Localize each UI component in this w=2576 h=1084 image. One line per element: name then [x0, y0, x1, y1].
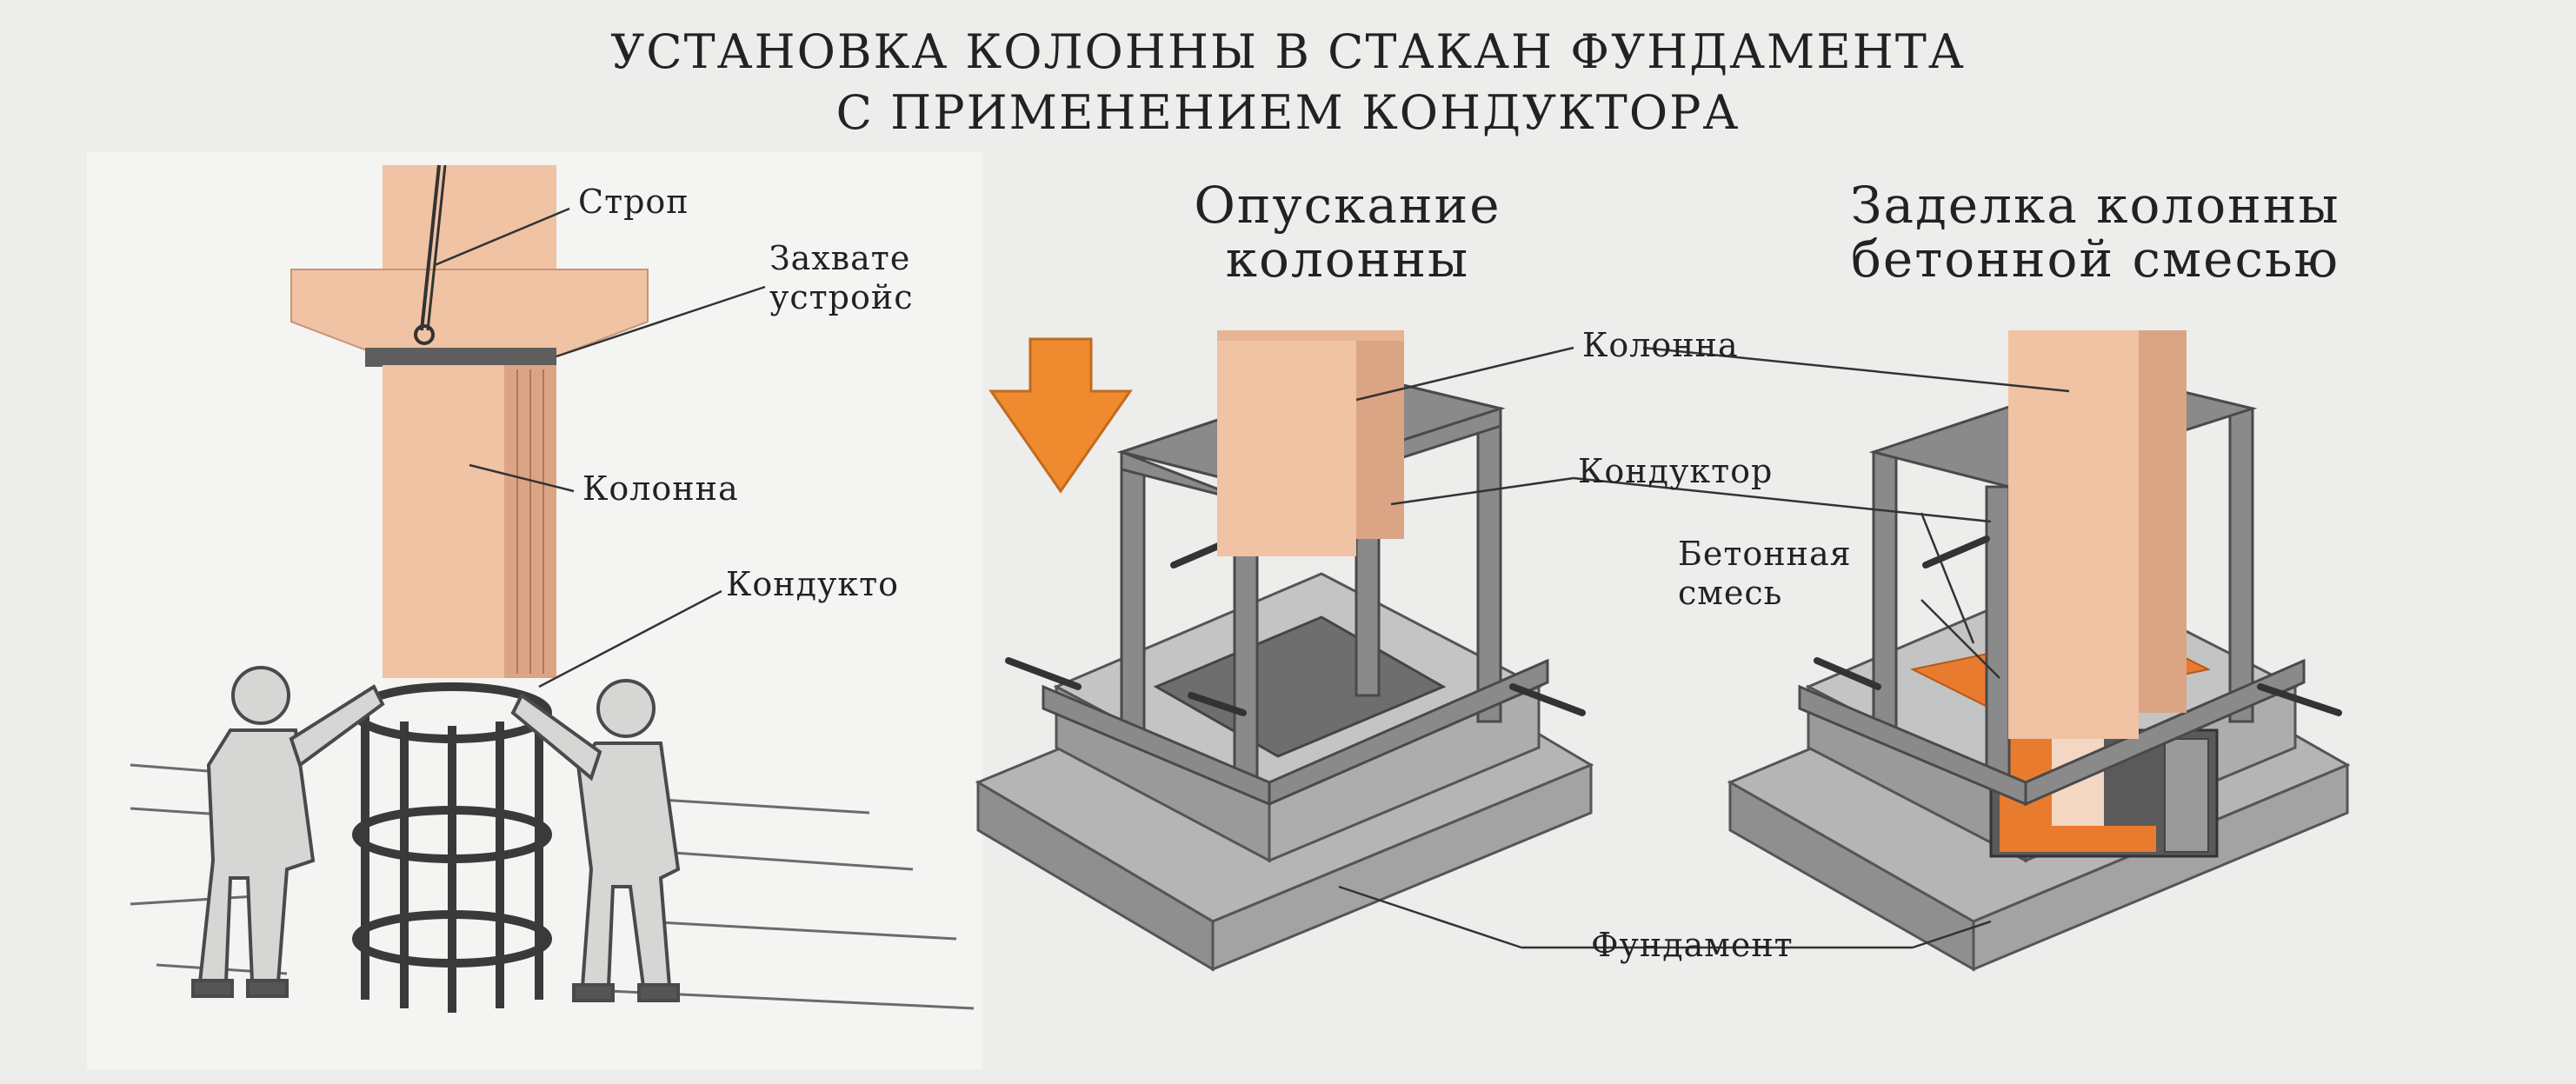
label-concrete-mix-2: смесь: [1678, 574, 1783, 612]
heading-concreting-line-2: бетонной смесью: [1850, 229, 2340, 289]
label-grip-device-2: устройс: [769, 278, 914, 316]
right-column-front: [2008, 330, 2139, 739]
worker-right: [510, 679, 681, 1002]
middle-panel-illustration: [975, 330, 1913, 972]
right-screws: [1814, 535, 2342, 716]
left-column-top: [383, 165, 556, 269]
heading-lowering-line-2: колонны: [1225, 229, 1470, 289]
title-line-2: С ПРИМЕНЕНИЕМ КОНДУКТОРА: [835, 85, 1741, 140]
middle-leader-lines: [1338, 346, 1913, 949]
label-grip-device-1: Захвате: [769, 239, 911, 277]
label-left-conductor: Кондукто: [726, 565, 900, 603]
middle-column-side: [1356, 330, 1404, 539]
left-conductor-cage: [352, 682, 552, 1013]
sling-hook: [414, 324, 435, 345]
left-column-shaft: [383, 365, 504, 678]
title-line-1: УСТАНОВКА КОЛОННЫ В СТАКАН ФУНДАМЕНТА: [610, 24, 1966, 79]
sling-rope-1: [420, 164, 441, 331]
worker-left: [191, 666, 385, 998]
label-left-column: Колонна: [582, 469, 739, 508]
concrete-fill-bottom: [2000, 826, 2156, 852]
middle-column-front: [1217, 330, 1356, 556]
label-middle-column: Колонна: [1582, 326, 1739, 364]
heading-lowering: Опускание колонны: [1130, 178, 1565, 286]
label-concrete-mix-1: Бетонная: [1678, 535, 1852, 573]
cutaway-hatch: [2164, 738, 2209, 853]
grip-device: [365, 348, 556, 367]
right-column-side: [2139, 330, 2187, 713]
right-leader-lines: [1573, 346, 2070, 949]
right-panel-illustration: [1573, 330, 2351, 972]
left-column-stripes: [516, 369, 544, 674]
label-middle-conductor: Кондуктор: [1578, 452, 1774, 490]
label-foundation: Фундамент: [1591, 926, 1794, 964]
sling-rope-2: [426, 164, 447, 331]
label-sling: Строп: [578, 183, 689, 221]
left-panel-illustration: [87, 152, 982, 1069]
heading-lowering-line-1: Опускание: [1194, 176, 1501, 235]
heading-concreting-line-1: Заделка колонны: [1850, 176, 2340, 235]
right-foundation-slab-side: [1972, 762, 2349, 972]
lowering-arrow: [988, 337, 1133, 494]
middle-column-top-cap: [1217, 330, 1404, 341]
heading-concreting: Заделка колонны бетонной смесью: [1782, 178, 2408, 286]
middle-foundation-slab-side: [1211, 762, 1593, 972]
left-leader-lines: [434, 207, 766, 688]
